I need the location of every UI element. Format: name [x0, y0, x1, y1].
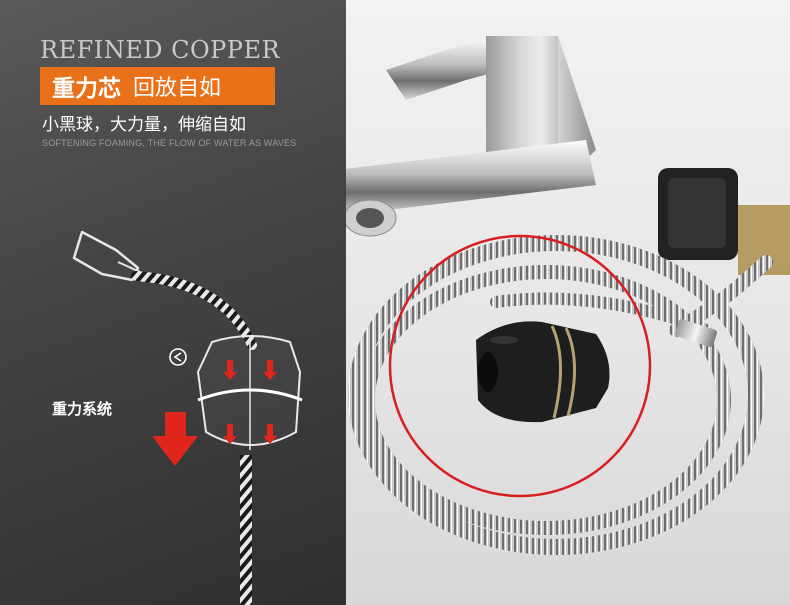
- brand-title: REFINED COPPER: [40, 36, 281, 64]
- faucet-photo: [346, 36, 790, 555]
- highlight-circle: [388, 234, 652, 498]
- hose-fitting: [674, 319, 718, 347]
- tagline-chinese: 小黑球，大力量，伸缩自如: [42, 115, 246, 135]
- arrow-down-icon: [152, 412, 198, 466]
- product-photo: [346, 0, 790, 605]
- tagline-english: SOFTENING FOAMING, THE FLOW OF WATER AS …: [42, 138, 297, 148]
- hose-lower: [240, 455, 252, 605]
- sprayer-head-icon: [72, 230, 141, 282]
- banner-light-text: 回放自如: [133, 76, 222, 101]
- gravity-ball-photo: [476, 321, 610, 423]
- banner-strong-text: 重力芯: [52, 76, 121, 102]
- force-arrows: [223, 360, 277, 444]
- hose-braid: [131, 271, 257, 350]
- faucet-body: [346, 36, 790, 275]
- gravity-diagram: [72, 230, 303, 605]
- gravity-system-label: 重力系统: [52, 400, 113, 418]
- feature-banner: 重力芯 回放自如: [40, 67, 275, 105]
- arrow-circle-left-icon: [169, 348, 187, 366]
- feature-panel: REFINED COPPER 重力芯 回放自如 小黑球，大力量，伸缩自如 SOF…: [0, 0, 346, 605]
- gravity-ball-icon: [196, 335, 303, 450]
